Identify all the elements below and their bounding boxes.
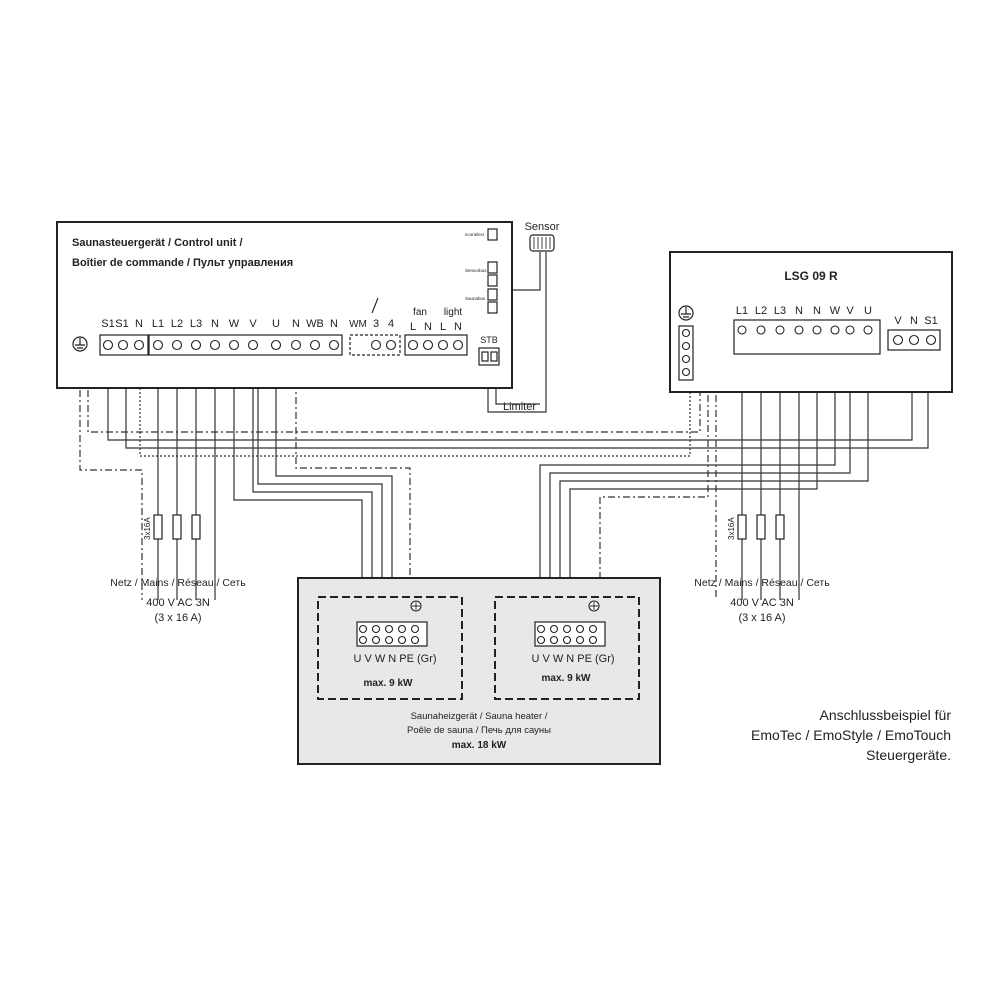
lsg-terminal-label: L2 bbox=[755, 305, 767, 317]
terminal-label: L2 bbox=[171, 318, 183, 330]
lsg-terminal-label: U bbox=[864, 305, 872, 317]
caption-line-1: Anschlussbeispiel für bbox=[819, 707, 951, 723]
mains-left-current: (3 x 16 A) bbox=[154, 612, 201, 624]
stb-label: STB bbox=[480, 335, 498, 345]
terminal-label: L3 bbox=[190, 318, 202, 330]
lsg-earth-symbol-icon bbox=[678, 305, 694, 321]
caption-line-3: Steuergeräte. bbox=[866, 747, 951, 763]
heater-label-3: max. 18 kW bbox=[452, 740, 507, 751]
sensor: Sensor Limiter bbox=[503, 221, 560, 413]
heater-label-1: Saunaheizgerät / Sauna heater / bbox=[411, 711, 548, 722]
limiter-label: Limiter bbox=[503, 401, 536, 413]
terminal-label-n: N bbox=[135, 318, 143, 330]
mains-right: 3x16A Netz / Mains / Réseau / Сеть 400 V… bbox=[694, 514, 830, 624]
heater-right-terminals: U V W N PE (Gr) bbox=[531, 653, 614, 665]
terminal-label: WB bbox=[306, 318, 324, 330]
terminal-label-s1a: S1 bbox=[101, 318, 114, 330]
caption-line-2: EmoTec / EmoStyle / EmoTouch bbox=[751, 727, 951, 743]
mains-right-label: Netz / Mains / Réseau / Сеть bbox=[694, 577, 830, 589]
mains-left-voltage: 400 V AC 3N bbox=[146, 597, 210, 609]
heater-label-2: Poêle de sauna / Печь для сауны bbox=[407, 725, 551, 736]
side-label-1: econelect bbox=[465, 232, 485, 237]
terminal-label: N bbox=[292, 318, 300, 330]
fan-label: fan bbox=[413, 307, 427, 318]
light-l-label: L bbox=[440, 321, 446, 333]
wm-terminal-3: 3 bbox=[373, 318, 379, 330]
side-label-2: Sensorbus bbox=[465, 268, 487, 273]
lsg-right-s1: S1 bbox=[924, 315, 937, 327]
earth-symbol-icon bbox=[72, 336, 88, 352]
terminal-label: N bbox=[330, 318, 338, 330]
lsg-terminal-label: N bbox=[813, 305, 821, 317]
caption: Anschlussbeispiel für EmoTec / EmoStyle … bbox=[751, 707, 951, 763]
lsg-right-n: N bbox=[910, 315, 918, 327]
mains-left-label: Netz / Mains / Réseau / Сеть bbox=[110, 577, 246, 589]
wm-terminal-4: 4 bbox=[388, 318, 394, 330]
heater-right-power: max. 9 kW bbox=[542, 673, 591, 684]
lsg-terminal-label: V bbox=[846, 305, 854, 317]
fuse-left-label: 3x16A bbox=[143, 517, 152, 540]
terminal-label: N bbox=[211, 318, 219, 330]
mains-right-current: (3 x 16 A) bbox=[738, 612, 785, 624]
terminal-label: U bbox=[272, 318, 280, 330]
terminal-label: L1 bbox=[152, 318, 164, 330]
control-unit-title-2: Boîtier de commande / Пульт управления bbox=[72, 257, 293, 269]
light-label: light bbox=[444, 307, 463, 318]
lsg-terminal-label: L1 bbox=[736, 305, 748, 317]
side-label-3: Saunabus bbox=[465, 296, 486, 301]
control-unit-title-1: Saunasteuergerät / Control unit / bbox=[72, 237, 243, 249]
sensor-label: Sensor bbox=[525, 221, 560, 233]
lsg-right-v: V bbox=[894, 315, 902, 327]
sauna-heater: U V W N PE (Gr) max. 9 kW U V W N PE (Gr… bbox=[297, 577, 661, 765]
heater-left-terminals: U V W N PE (Gr) bbox=[353, 653, 436, 665]
mains-right-voltage: 400 V AC 3N bbox=[730, 597, 794, 609]
terminal-label: V bbox=[249, 318, 257, 330]
control-unit: Saunasteuergerät / Control unit / Boîtie… bbox=[56, 221, 513, 389]
lsg-title: LSG 09 R bbox=[784, 269, 838, 283]
lsg-terminal-label: W bbox=[830, 305, 841, 317]
mains-left: 3x16A Netz / Mains / Réseau / Сеть 400 V… bbox=[110, 514, 246, 624]
fan-l-label: L bbox=[410, 321, 416, 333]
fan-n-label: N bbox=[424, 321, 432, 333]
terminal-label: W bbox=[229, 318, 240, 330]
wm-label: WM bbox=[349, 319, 367, 330]
terminal-label-s1b: S1 bbox=[115, 318, 128, 330]
lsg-terminal-label: N bbox=[795, 305, 803, 317]
lsg-terminal-label: L3 bbox=[774, 305, 786, 317]
fuse-right-label: 3x16A bbox=[727, 517, 736, 540]
light-n-label: N bbox=[454, 321, 462, 333]
heater-left-power: max. 9 kW bbox=[364, 678, 413, 689]
